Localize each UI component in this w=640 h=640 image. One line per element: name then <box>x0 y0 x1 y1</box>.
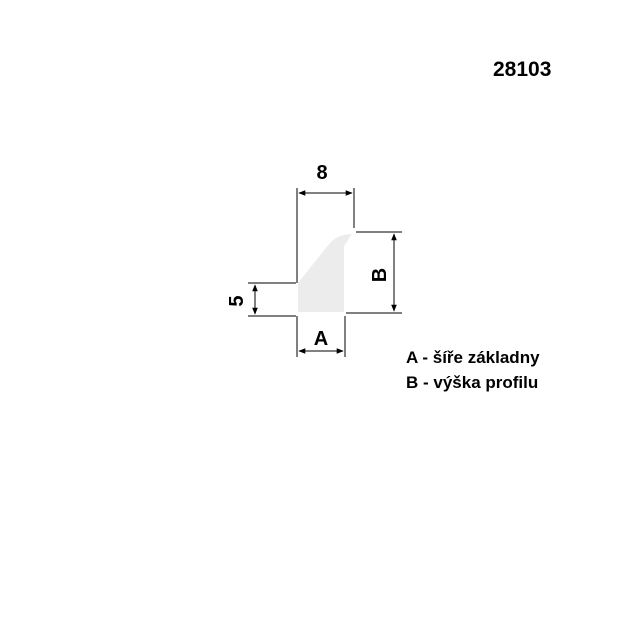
profile-shape <box>298 234 352 312</box>
legend: A - šíře základny B - výška profilu <box>406 345 540 395</box>
dimension-label-b: B <box>369 268 391 282</box>
legend-line-a: A - šíře základny <box>406 348 540 367</box>
dimension-label-a: A <box>314 328 328 350</box>
dimension-label-top-width: 8 <box>316 162 327 184</box>
product-code: 28103 <box>493 58 552 81</box>
dimension-label-base-height: 5 <box>226 295 248 306</box>
legend-line-b: B - výška profilu <box>406 373 539 392</box>
